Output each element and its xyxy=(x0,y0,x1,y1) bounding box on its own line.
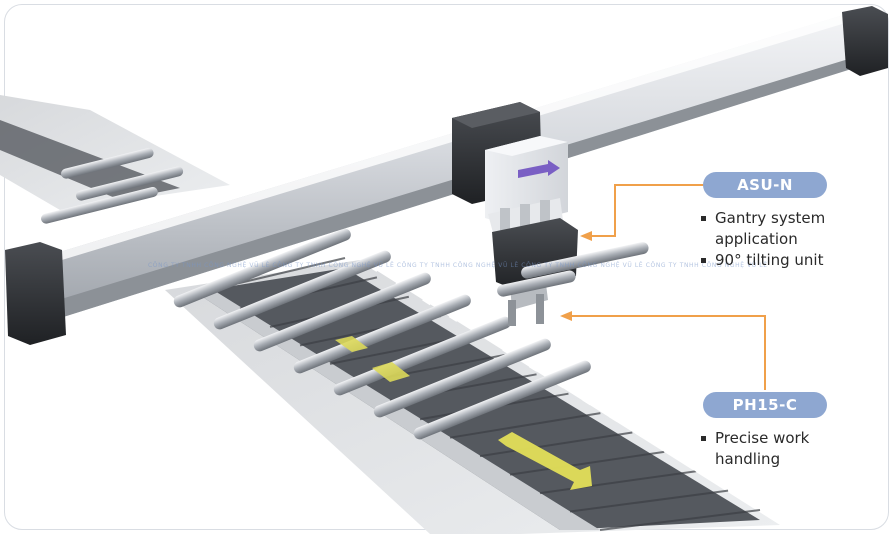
feature-item: Gantry system application xyxy=(701,208,861,250)
belt-segment-line xyxy=(539,470,697,495)
workpiece-pin xyxy=(253,272,431,352)
belt-notch xyxy=(768,512,780,522)
workpiece-pin xyxy=(333,316,511,396)
ph15-c-features: Precise work handling xyxy=(701,428,861,470)
belt-notch xyxy=(608,411,620,422)
workpiece-pin xyxy=(213,250,391,330)
belt-notch xyxy=(422,295,433,306)
belt-segment-line xyxy=(449,412,601,439)
belt-segment-line xyxy=(509,450,665,476)
back-pins xyxy=(41,148,184,224)
feature-item: 90° tilting unit xyxy=(701,250,861,271)
workpiece-pins xyxy=(173,228,591,440)
belt-notch xyxy=(688,462,700,472)
ph15-c-gripper xyxy=(492,218,649,326)
workpiece-pin xyxy=(173,228,351,308)
belt-notch xyxy=(448,311,460,322)
belt-notch xyxy=(662,445,673,456)
workpiece-pin xyxy=(413,360,591,440)
watermark-text: CÔNG TY TNHH CÔNG NGHỆ VŨ LÊ CÔNG TY TNH… xyxy=(148,262,768,269)
asu-n-label: ASU-N xyxy=(703,172,827,198)
belt-notch xyxy=(528,362,540,372)
ph15-c-label: PH15-C xyxy=(703,392,827,418)
workpiece-pin xyxy=(293,294,471,374)
belt-notch xyxy=(715,478,727,489)
asu-n-features: Gantry system application 90° tilting un… xyxy=(701,208,861,271)
callout-lines xyxy=(560,184,766,390)
belt-notch xyxy=(742,495,753,506)
conveyor-back xyxy=(0,95,230,210)
belt-segment-line xyxy=(569,489,729,513)
conveyor-belt xyxy=(165,257,780,534)
conveyor-arrows xyxy=(335,336,592,490)
feature-item: Precise work handling xyxy=(701,428,861,470)
belt-segment-line xyxy=(599,509,761,531)
belt-segment-line xyxy=(479,431,633,458)
belt-notch xyxy=(582,395,593,406)
workpiece-pin xyxy=(373,338,551,418)
belt-notch xyxy=(635,428,647,439)
